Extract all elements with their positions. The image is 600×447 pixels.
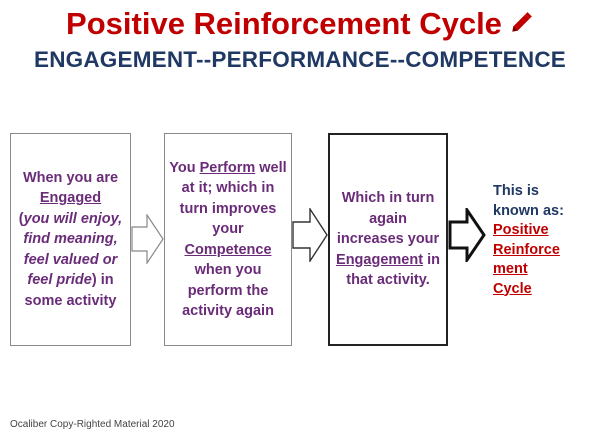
copyright-footer: Ocaliber Copy-Righted Material 2020 [10, 419, 175, 430]
known-as-line-2: known as: [493, 202, 564, 219]
arrow-right-icon [448, 208, 486, 262]
pencil-icon [512, 12, 532, 32]
engagement-box: Which in turn again increases your Engag… [328, 133, 448, 346]
box1-text-5: ) in some activity [24, 272, 117, 309]
page-subtitle: ENGAGEMENT--PERFORMANCE--COMPETENCE [33, 47, 566, 72]
cycle-name-2: Reinforce [493, 241, 560, 258]
perform-box: You Perform well at it; which in turn im… [164, 133, 292, 346]
competence-term: Competence [184, 241, 272, 258]
page-title: Positive Reinforcement Cycle [0, 6, 600, 42]
perform-term: Perform [199, 159, 256, 176]
cycle-label: This is known as: Positive Reinforce men… [493, 182, 598, 299]
engaged-term: Engaged [39, 190, 102, 207]
box3-text-1: Which in turn again increases your [336, 190, 440, 248]
cycle-name-1: Positive [493, 222, 549, 238]
engaged-box: When you are Engaged (you will enjoy, fi… [10, 133, 131, 346]
box1-italic-text: you will enjoy, find meaning, feel value… [23, 210, 123, 289]
box2-text-3: well at it; which in turn improves your [179, 159, 287, 238]
box3-text-3: in that activity. [346, 251, 440, 289]
box1-paren-open: ( [18, 210, 24, 227]
box2-text-5: when you perform the activity again [182, 262, 274, 319]
engagement-term: Engagement [336, 251, 424, 268]
known-as-line-1: This is [493, 183, 539, 199]
title-text: Positive Reinforcement Cycle [66, 6, 502, 41]
box1-text-1: When you are [22, 169, 119, 186]
box2-text-1: You [169, 159, 200, 176]
cycle-name-3: ment [493, 261, 528, 277]
arrow-right-icon [131, 214, 164, 264]
arrow-right-icon [292, 208, 328, 262]
cycle-name-4: Cycle [493, 280, 532, 297]
